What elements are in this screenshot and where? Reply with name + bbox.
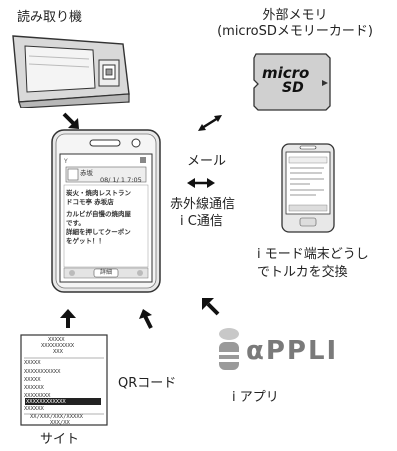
- second-phone-icon: [281, 143, 335, 233]
- site-label: サイト: [40, 432, 80, 447]
- arrow-down-icon: [62, 112, 79, 129]
- microsd-card-icon: [253, 53, 331, 111]
- site-item-2[interactable]: XXXXX: [24, 377, 41, 383]
- mobile-phone-icon: Y: [51, 129, 161, 293]
- site-page-frame: [20, 334, 108, 426]
- site-header-3: XXX: [53, 349, 63, 355]
- ic-communication-label: i C通信: [180, 214, 223, 229]
- imode-exchange-label: i モード端末どうし: [257, 247, 369, 262]
- arrow-up-icon: [139, 309, 153, 329]
- phone-screen-line2: ドコモ亭 赤坂店: [66, 198, 114, 206]
- iappli-logo-text: αPPLI: [246, 336, 339, 366]
- site-item-4[interactable]: XXXXXXXX: [24, 393, 51, 399]
- phone-screen-line3: カルビが自慢の焼肉屋: [66, 210, 131, 218]
- reader-label: 読み取り機: [17, 10, 83, 25]
- site-item-5-highlighted[interactable]: XXXXXXXXXXXX: [26, 399, 66, 405]
- site-item-3[interactable]: XXXXXX: [24, 385, 44, 391]
- microsd-logo-top: micro: [262, 64, 310, 82]
- external-memory-label: 外部メモリ: [262, 8, 328, 23]
- site-item-6[interactable]: XXXXXX: [24, 406, 44, 412]
- phone-screen-line4: です。: [66, 219, 85, 227]
- arrow-up-icon: [60, 309, 76, 328]
- phone-screen-title: 赤坂: [80, 169, 93, 177]
- iappli-logo-icon: [219, 328, 239, 370]
- bidirectional-arrow-icon: [198, 115, 222, 131]
- site-footer-1: XX/XXX/XXX/XXXXX: [30, 414, 83, 420]
- microsd-logo-bottom: SD: [282, 80, 304, 96]
- imode-exchange-sublabel: でトルカを交換: [257, 265, 348, 280]
- site-item-1[interactable]: XXXXXXXXXXX: [24, 369, 61, 375]
- phone-screen-date: 08/ 1/ 1 7:05: [100, 176, 142, 184]
- iappli-label: i アプリ: [232, 390, 279, 405]
- phone-screen-line6: をゲット！！: [66, 237, 105, 245]
- site-header-1: XXXXX: [48, 337, 65, 343]
- svg-text:Y: Y: [63, 158, 68, 165]
- external-memory-sublabel: (microSDメモリーカード): [217, 24, 373, 39]
- phone-screen-button[interactable]: 詳細: [100, 269, 113, 276]
- phone-screen-line5: 詳細を押してクーポン: [66, 228, 131, 236]
- mail-label: メール: [187, 154, 227, 169]
- phone-screen-line1: 炭火・焼肉レストラン: [66, 189, 131, 197]
- site-footer-2: XXX/XX: [50, 420, 70, 426]
- arrow-up-left-icon: [202, 298, 220, 316]
- reader-device-icon: [12, 35, 130, 108]
- bidirectional-arrow-icon: [187, 178, 215, 188]
- site-item-0[interactable]: XXXXX: [24, 360, 41, 366]
- infrared-label: 赤外線通信: [170, 197, 236, 212]
- qr-code-label: QRコード: [118, 376, 177, 391]
- site-header-2: XXXXXXXXXX: [41, 343, 75, 349]
